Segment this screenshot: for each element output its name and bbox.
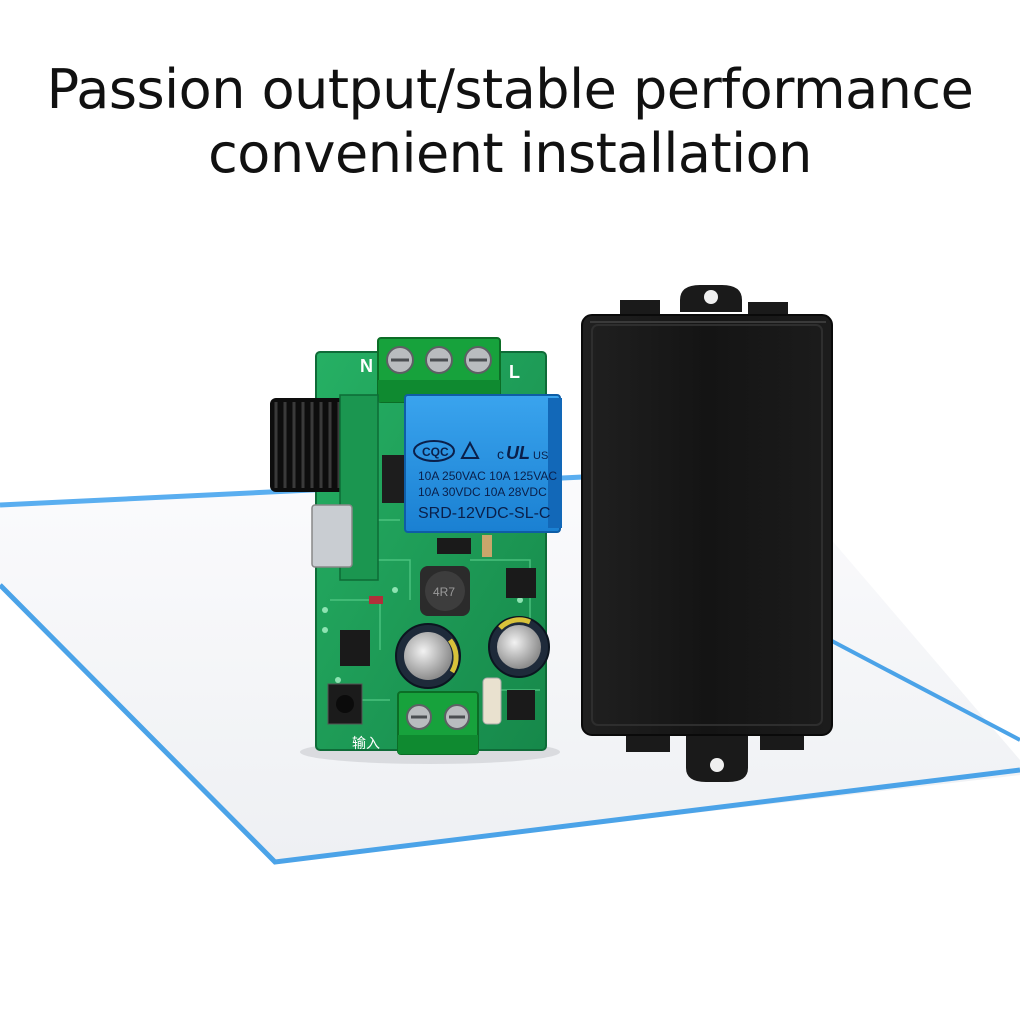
relay-ul-prefix: c — [497, 446, 504, 462]
blue-relay: CQC c UL US 10A 250VAC 10A 125VAC 10A 30… — [404, 394, 562, 533]
pcb-label-input: 输入 — [352, 735, 380, 751]
relay-ul-suffix: US — [533, 450, 548, 462]
headline: Passion output/stable performance conven… — [0, 58, 1020, 186]
pcb-label-n: N — [360, 356, 373, 376]
coil-antenna-icon — [270, 398, 354, 492]
svg-text:4R7: 4R7 — [433, 585, 455, 599]
pcb-label-l: L — [509, 362, 520, 382]
relay-rating-line-1: 10A 250VAC 10A 125VAC — [418, 469, 557, 483]
relay-model: SRD-12VDC-SL-C — [418, 505, 550, 522]
relay-module-pcb: N L 输入 — [270, 337, 562, 755]
relay-ul-mark: UL — [506, 443, 530, 463]
output-terminal-block — [377, 337, 501, 403]
capacitor-icon-2 — [488, 616, 550, 678]
black-enclosure-box — [581, 285, 833, 782]
headline-line-1: Passion output/stable performance — [46, 58, 974, 121]
inductor: 4R7 — [420, 566, 470, 616]
relay-brand: CQC — [422, 445, 449, 459]
relay-rating-line-2: 10A 30VDC 10A 28VDC — [418, 485, 547, 499]
capacitor-icon — [395, 623, 461, 689]
input-terminal-block — [397, 691, 479, 755]
headline-line-2: convenient installation — [208, 122, 812, 185]
